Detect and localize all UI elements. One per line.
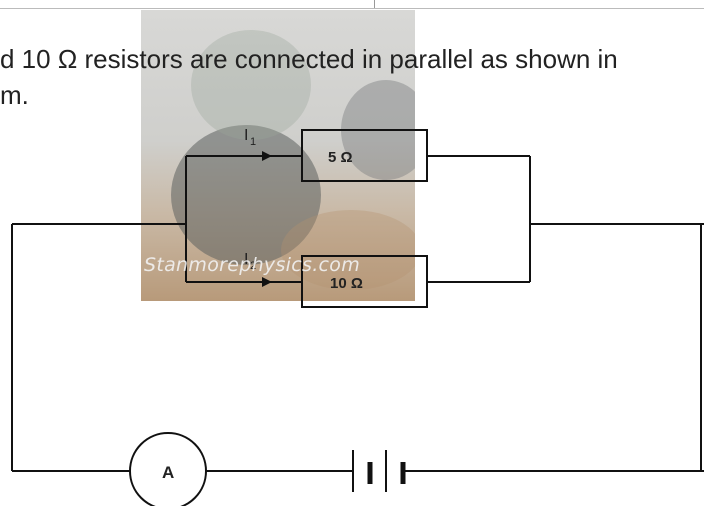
current-arrow-bottom — [262, 277, 272, 287]
watermark-text: Stanmorephysics.com — [144, 254, 361, 276]
question-text-line2: m. — [0, 80, 29, 110]
question-text-line1: d 10 Ω resistors are connected in parall… — [0, 44, 618, 74]
page-top-border — [0, 0, 704, 9]
ammeter-label: A — [162, 463, 174, 482]
page-top-divider — [374, 0, 375, 8]
resistor-5-ohm — [301, 129, 428, 182]
resistor-10-ohm-label: 10 Ω — [330, 275, 363, 292]
battery — [352, 450, 406, 492]
current-i1-label: I — [244, 127, 248, 144]
current-i1-subscript: 1 — [250, 136, 256, 148]
resistor-5-ohm-label: 5 Ω — [328, 149, 353, 166]
current-i2-label: I — [244, 251, 248, 268]
current-arrow-top — [262, 151, 272, 161]
current-i2-subscript: 2 — [250, 260, 256, 272]
